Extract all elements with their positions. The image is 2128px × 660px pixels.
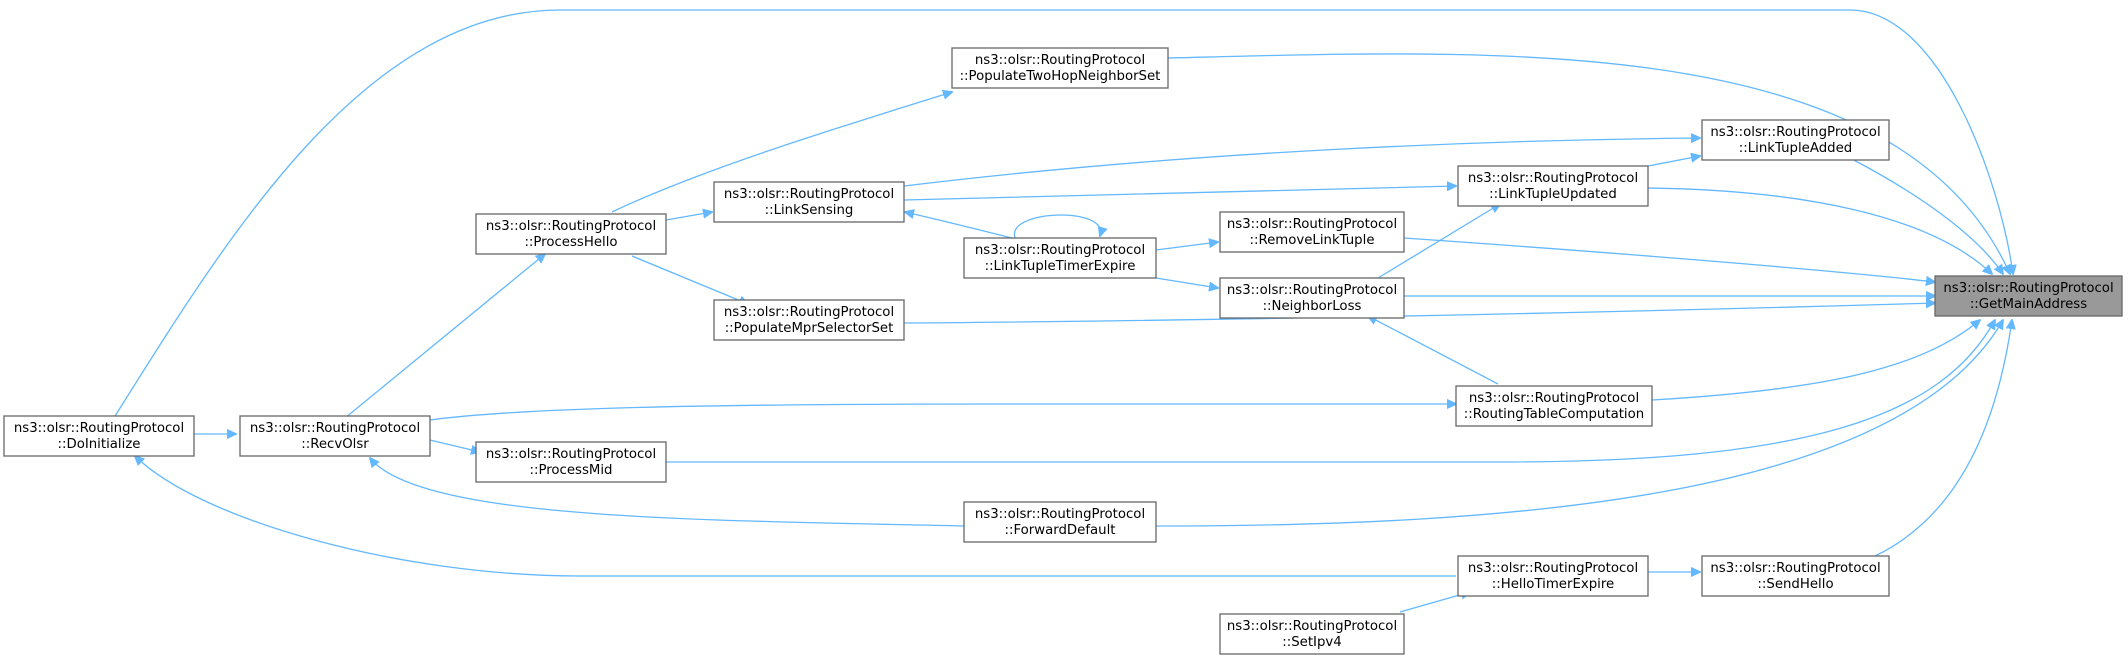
edge-forwarddefault-recvolsr xyxy=(370,458,965,527)
edge-hellotimerexpire-doinitialize xyxy=(135,456,1456,577)
node-neighbor-loss-line2: ::NeighborLoss xyxy=(1263,299,1362,314)
edge-linktupletimerexpire-neighborloss xyxy=(1155,277,1218,288)
edge-recvolsr-routingtablecomputation xyxy=(429,404,1456,421)
node-link-sensing-line2: ::LinkSensing xyxy=(765,203,854,218)
edge-sendhello-getmainaddress xyxy=(1874,320,2012,557)
edge-linktupleupdated-getmainaddress xyxy=(1647,187,1992,274)
node-link-tuple-updated-line1: ns3::olsr::RoutingProtocol xyxy=(1468,171,1638,186)
node-get-main-address[interactable]: ns3::olsr::RoutingProtocol ::GetMainAddr… xyxy=(1934,275,2123,317)
node-process-mid-line1: ns3::olsr::RoutingProtocol xyxy=(486,447,656,462)
node-process-hello[interactable]: ns3::olsr::RoutingProtocol ::ProcessHell… xyxy=(475,213,667,255)
node-routing-table-computation-line1: ns3::olsr::RoutingProtocol xyxy=(1469,391,1639,406)
edge-recvolsr-processhello xyxy=(344,254,545,419)
node-process-mid[interactable]: ns3::olsr::RoutingProtocol ::ProcessMid xyxy=(475,441,667,483)
node-forward-default-line2: ::ForwardDefault xyxy=(1004,523,1115,538)
edges xyxy=(109,9,2013,613)
node-populate-mpr-selector-set[interactable]: ns3::olsr::RoutingProtocol ::PopulateMpr… xyxy=(713,299,905,341)
edge-processhello-populatetwohop xyxy=(611,92,952,213)
node-recv-olsr-line2: ::RecvOlsr xyxy=(301,437,369,452)
node-process-hello-line2: ::ProcessHello xyxy=(524,235,617,250)
edge-linktupletimerexpire-removelinktuple xyxy=(1155,242,1218,251)
node-link-sensing-line1: ns3::olsr::RoutingProtocol xyxy=(724,187,894,202)
edge-linktupleadded-getmainaddress xyxy=(1849,157,2003,274)
node-link-tuple-updated-line2: ::LinkTupleUpdated xyxy=(1489,187,1617,202)
node-link-tuple-timer-expire-line1: ns3::olsr::RoutingProtocol xyxy=(975,243,1145,258)
node-send-hello[interactable]: ns3::olsr::RoutingProtocol ::SendHello xyxy=(1701,555,1890,597)
node-populate-two-hop-line1: ns3::olsr::RoutingProtocol xyxy=(975,53,1145,68)
edge-removelinktuple-getmainaddress xyxy=(1403,237,1935,282)
node-process-hello-line1: ns3::olsr::RoutingProtocol xyxy=(486,219,656,234)
node-forward-default-line1: ns3::olsr::RoutingProtocol xyxy=(975,507,1145,522)
node-get-main-address-line2: ::GetMainAddress xyxy=(1970,297,2087,312)
edge-doinitialize-getmainaddress xyxy=(109,9,2013,425)
edge-linksensing-linktupleadded xyxy=(903,138,1700,187)
edge-neighborloss-linktupleupdated xyxy=(1377,204,1500,279)
node-hello-timer-expire-line2: ::HelloTimerExpire xyxy=(1492,577,1614,592)
node-neighbor-loss[interactable]: ns3::olsr::RoutingProtocol ::NeighborLos… xyxy=(1219,277,1405,319)
node-send-hello-line1: ns3::olsr::RoutingProtocol xyxy=(1710,561,1880,576)
node-link-tuple-updated[interactable]: ns3::olsr::RoutingProtocol ::LinkTupleUp… xyxy=(1457,165,1649,207)
node-link-sensing[interactable]: ns3::olsr::RoutingProtocol ::LinkSensing xyxy=(713,181,905,223)
node-populate-mpr-selector-line1: ns3::olsr::RoutingProtocol xyxy=(724,305,894,320)
node-hello-timer-expire-line1: ns3::olsr::RoutingProtocol xyxy=(1468,561,1638,576)
edge-linktupletimerexpire-self xyxy=(1013,214,1100,241)
edge-linktupletimerexpire-linksensing xyxy=(905,212,1021,241)
node-do-initialize-line2: ::DoInitialize xyxy=(58,437,141,452)
node-set-ipv4[interactable]: ns3::olsr::RoutingProtocol ::SetIpv4 xyxy=(1219,613,1405,655)
edge-processhello-linksensing xyxy=(665,212,712,221)
node-process-mid-line2: ::ProcessMid xyxy=(529,463,612,478)
node-populate-two-hop-neighbor-set[interactable]: ns3::olsr::RoutingProtocol ::PopulateTwo… xyxy=(951,47,1169,89)
edge-processmid-getmainaddress xyxy=(666,320,1995,463)
node-send-hello-line2: ::SendHello xyxy=(1757,577,1833,592)
node-link-tuple-timer-expire-line2: ::LinkTupleTimerExpire xyxy=(985,259,1136,274)
node-get-main-address-line1: ns3::olsr::RoutingProtocol xyxy=(1943,281,2113,296)
node-routing-table-computation[interactable]: ns3::olsr::RoutingProtocol ::RoutingTabl… xyxy=(1455,385,1653,427)
node-do-initialize-line1: ns3::olsr::RoutingProtocol xyxy=(14,421,184,436)
node-set-ipv4-line1: ns3::olsr::RoutingProtocol xyxy=(1227,619,1397,634)
node-recv-olsr[interactable]: ns3::olsr::RoutingProtocol ::RecvOlsr xyxy=(239,415,431,457)
node-link-tuple-added[interactable]: ns3::olsr::RoutingProtocol ::LinkTupleAd… xyxy=(1701,119,1890,161)
node-link-tuple-timer-expire[interactable]: ns3::olsr::RoutingProtocol ::LinkTupleTi… xyxy=(963,237,1157,279)
node-hello-timer-expire[interactable]: ns3::olsr::RoutingProtocol ::HelloTimerE… xyxy=(1457,555,1649,597)
node-neighbor-loss-line1: ns3::olsr::RoutingProtocol xyxy=(1227,283,1397,298)
edge-routingtablecomputation-getmainaddress xyxy=(1651,320,1980,401)
node-remove-link-tuple-line1: ns3::olsr::RoutingProtocol xyxy=(1227,217,1397,232)
node-populate-mpr-selector-line2: ::PopulateMprSelectorSet xyxy=(725,321,894,336)
edge-processhello-populatemprselector xyxy=(631,255,748,304)
edge-routingtablecomputation-neighborloss xyxy=(1368,316,1499,385)
node-routing-table-computation-line2: ::RoutingTableComputation xyxy=(1464,407,1644,422)
edge-populatetwohop-getmainaddress xyxy=(1167,53,2010,274)
node-forward-default[interactable]: ns3::olsr::RoutingProtocol ::ForwardDefa… xyxy=(963,501,1157,543)
edge-forwarddefault-getmainaddress xyxy=(1155,320,2003,527)
node-link-tuple-added-line2: ::LinkTupleAdded xyxy=(1739,141,1852,156)
node-remove-link-tuple[interactable]: ns3::olsr::RoutingProtocol ::RemoveLinkT… xyxy=(1219,211,1405,253)
node-recv-olsr-line1: ns3::olsr::RoutingProtocol xyxy=(250,421,420,436)
node-set-ipv4-line2: ::SetIpv4 xyxy=(1282,635,1342,650)
edge-linktupleupdated-linktupleadded xyxy=(1647,156,1700,167)
node-populate-two-hop-line2: ::PopulateTwoHopNeighborSet xyxy=(960,69,1161,84)
edge-linksensing-linktupleupdated xyxy=(903,186,1456,201)
node-link-tuple-added-line1: ns3::olsr::RoutingProtocol xyxy=(1710,125,1880,140)
node-remove-link-tuple-line2: ::RemoveLinkTuple xyxy=(1250,233,1375,248)
node-do-initialize[interactable]: ns3::olsr::RoutingProtocol ::DoInitializ… xyxy=(3,415,195,457)
edge-recvolsr-processmid xyxy=(429,439,480,452)
edge-populatemprselector-getmainaddress xyxy=(903,303,1935,324)
